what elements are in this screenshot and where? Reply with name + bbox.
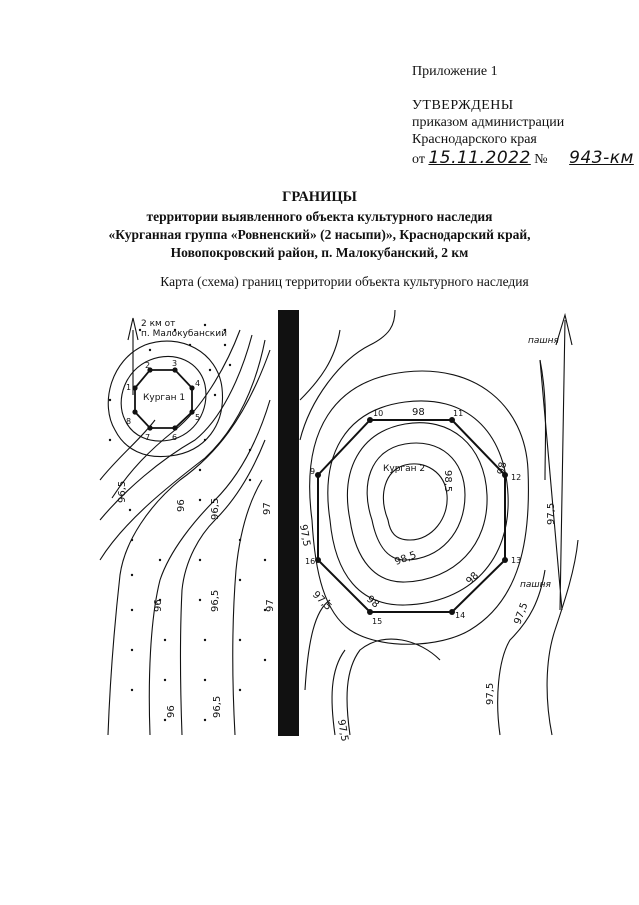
contour-line <box>232 479 263 736</box>
title-line2: территории выявленного объекта культурно… <box>146 209 493 224</box>
contour-label: 96,5 <box>210 498 221 520</box>
order-number: 943-км <box>569 148 634 168</box>
from-label: от <box>412 152 425 167</box>
title-line4: Новопокровский район, п. Малокубанский, … <box>170 245 469 260</box>
contour-line <box>346 422 488 583</box>
kurgan2-point: 9 <box>310 467 315 476</box>
plowland-top-label: пашня <box>528 336 560 346</box>
contour-line <box>107 340 224 458</box>
kurgan2-point: 13 <box>511 556 521 565</box>
contour-label: 98,5 <box>442 470 453 492</box>
contour-line <box>107 349 271 736</box>
kurgan2-point: 12 <box>511 473 521 482</box>
appendix-label: Приложение 1 <box>412 64 498 79</box>
kurgan2-point: 11 <box>453 409 463 418</box>
contour-line <box>99 334 253 521</box>
kurgan1-label: Курган 1 <box>143 393 185 403</box>
kurgan2-point: 16 <box>305 557 315 566</box>
contour-line <box>299 309 396 691</box>
contour-label: 96 <box>176 499 187 512</box>
contour-line <box>99 419 156 481</box>
contour-label: 96,5 <box>117 481 128 503</box>
contour-label: 96,5 <box>210 590 221 612</box>
number-label: № <box>534 152 548 167</box>
kurgan1-point: 4 <box>195 379 200 388</box>
contour-label: 97,5 <box>512 601 530 626</box>
contour-label: 96,5 <box>212 696 223 718</box>
order-line: от 15.11.2022 № 943-км <box>412 148 634 168</box>
contour-label: 98 <box>496 461 509 475</box>
map-caption: Карта (схема) границ территории объекта … <box>160 274 529 289</box>
approved-line1: приказом администрации <box>412 115 565 130</box>
contour-label: 96 <box>166 705 177 718</box>
contour-line <box>546 539 579 736</box>
approved-line2: Краснодарского края <box>412 132 537 147</box>
map-note-line2: п. Малокубанский <box>141 329 227 339</box>
contour-label: 97 <box>265 599 276 612</box>
kurgan1-boundary <box>132 367 195 431</box>
kurgan2-point: 15 <box>372 617 382 626</box>
contour-label: 98,5 <box>393 550 418 568</box>
contour-label: 97 <box>262 502 273 515</box>
contour-line <box>148 399 271 736</box>
contour-label: 97,5 <box>297 524 312 548</box>
title-line3: «Курганная группа «Ровненский» (2 насыпи… <box>108 227 531 242</box>
kurgan1-point: 6 <box>172 433 177 442</box>
contour-label: 97,5 <box>546 503 557 525</box>
contour-line <box>179 439 266 736</box>
contour-line <box>539 359 547 481</box>
plowland-right-label: пашня <box>520 580 552 590</box>
kurgan2-boundary <box>315 417 508 615</box>
order-date: 15.11.2022 <box>428 148 531 168</box>
contour-line <box>366 442 466 561</box>
north-arrow <box>127 317 139 395</box>
contour-label: 97,5 <box>485 683 496 705</box>
north-arrow <box>539 312 573 611</box>
contour-label: 96 <box>153 599 164 612</box>
map-note-line1: 2 км от <box>141 319 175 329</box>
contour-line <box>382 463 448 541</box>
document-title: ГРАНИЦЫ территории выявленного объекта к… <box>0 188 639 262</box>
kurgan2-point: 14 <box>455 611 465 620</box>
contour-line <box>120 355 207 442</box>
kurgan1-point: 7 <box>145 433 150 442</box>
approval-block: УТВЕРЖДЕНЫ приказом администрации Красно… <box>412 97 564 148</box>
kurgan1-point: 3 <box>172 359 177 368</box>
contour-line <box>327 400 509 606</box>
kurgan2-point: 10 <box>373 409 383 418</box>
kurgan1-point: 5 <box>195 413 200 422</box>
contour-line <box>331 649 346 736</box>
kurgan1-point: 2 <box>145 361 150 370</box>
kurgan1-point: 8 <box>126 417 131 426</box>
contour-line <box>99 339 266 561</box>
approved-title: УТВЕРЖДЕНЫ <box>412 98 514 113</box>
title-line1: ГРАНИЦЫ <box>282 189 357 205</box>
contour-line <box>299 329 341 401</box>
contour-label: 97,5 <box>335 719 350 743</box>
contour-line <box>309 370 529 645</box>
map-divider <box>278 310 299 736</box>
contour-label: 98 <box>412 407 425 418</box>
contour-line <box>346 569 546 736</box>
kurgan2-label: Курган 2 <box>383 464 425 474</box>
kurgan1-point: 1 <box>126 383 131 392</box>
survey-dots <box>108 323 267 722</box>
